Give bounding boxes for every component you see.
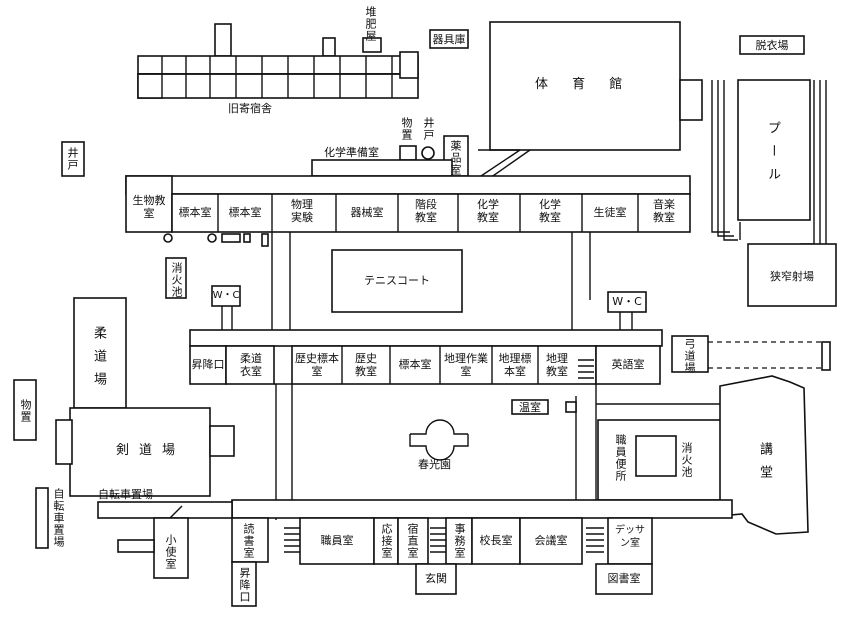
room-judo-koi: 柔道衣室 <box>240 352 262 378</box>
room-kyosa-shajo: 狭窄射場 <box>770 270 814 283</box>
room-hyohon2: 標本室 <box>228 206 262 219</box>
room-jitensha-top: 自転車置場 <box>98 488 153 501</box>
room-shunkoen: 春光園 <box>418 458 451 471</box>
room-kigukoko: 器具庫 <box>432 33 466 46</box>
room-kaidan: 階段教室 <box>415 198 437 224</box>
room-seito: 生徒室 <box>593 206 627 219</box>
room-jimu: 事務室 <box>453 523 466 559</box>
room-judo: 柔道場 <box>91 325 106 395</box>
room-ido-left: 井戸 <box>66 147 79 171</box>
old-dormitory <box>137 23 419 99</box>
room-butsuri-jikken: 物理実験 <box>291 198 313 224</box>
room-jitensha-left: 自転車置場 <box>52 488 65 548</box>
room-yakuhinshitsu: 薬品室 <box>449 140 462 176</box>
room-onshitsu: 温室 <box>519 401 541 414</box>
room-dokusho: 読書室 <box>242 523 255 559</box>
room-shukuchoku: 宿直室 <box>406 523 419 559</box>
pool <box>711 35 837 307</box>
room-datsuijo: 脱衣場 <box>755 39 789 52</box>
room-chiri: 地理教室 <box>546 352 568 378</box>
gymnasium <box>429 21 703 179</box>
room-kobenjo: 小使室 <box>164 534 177 570</box>
room-rekishi: 歴史教室 <box>355 352 377 378</box>
room-genkan: 玄関 <box>425 572 447 585</box>
room-pool: プール <box>765 120 780 190</box>
room-kyukishukusha: 旧寄宿舎 <box>228 102 272 115</box>
room-chiri-hyohon: 地理標本室 <box>498 352 532 378</box>
north-row <box>125 175 691 247</box>
room-taiikukan: 体 育 館 <box>535 77 633 92</box>
room-kendo: 剣道場 <box>116 443 186 458</box>
room-wc-right: W・C <box>612 295 642 308</box>
room-shokoguchi2: 昇降口 <box>238 567 251 603</box>
room-chiri-sagyo: 地理作業室 <box>444 352 488 378</box>
room-shokuin: 職員室 <box>320 534 354 547</box>
room-monooki-left: 物置 <box>19 399 32 423</box>
room-shokaike-left: 消火池 <box>170 262 183 298</box>
room-monooki-top: 物置 <box>400 117 413 141</box>
room-rekishi-hyohon: 歴史標本室 <box>295 352 339 378</box>
room-eigo: 英語室 <box>611 358 645 371</box>
room-kocho: 校長室 <box>479 534 513 547</box>
room-ido-top: 井戸 <box>422 117 435 141</box>
room-toshokan: 図書室 <box>607 572 641 585</box>
room-shokuin-benjo: 職員便所 <box>614 434 627 482</box>
room-kagaku-junbi: 化学準備室 <box>324 146 379 159</box>
room-kaigi: 会議室 <box>534 534 568 547</box>
room-kikai: 器械室 <box>350 206 384 219</box>
room-osetsu: 応接室 <box>380 523 393 559</box>
room-kyudo: 弓道場 <box>683 338 696 374</box>
room-wc-left: W・C <box>212 290 240 301</box>
room-kagaku1: 化学教室 <box>477 198 499 224</box>
room-shokaike-right: 消火池 <box>680 442 693 478</box>
room-dessan: デッサン室 <box>615 525 645 549</box>
room-hyohon3: 標本室 <box>398 358 432 371</box>
middle-row <box>189 329 663 385</box>
room-hyohon1: 標本室 <box>178 206 212 219</box>
room-ongaku: 音楽教室 <box>653 198 675 224</box>
room-kagaku2: 化学教室 <box>539 198 561 224</box>
room-tennis: テニスコート <box>364 274 430 287</box>
south-row <box>231 499 733 607</box>
room-seibutsu: 生物教室 <box>132 194 166 220</box>
room-kodo: 講堂 <box>757 442 772 488</box>
room-taihiya: 堆肥屋 <box>364 6 377 42</box>
room-shokoguchi1: 昇降口 <box>191 358 225 371</box>
